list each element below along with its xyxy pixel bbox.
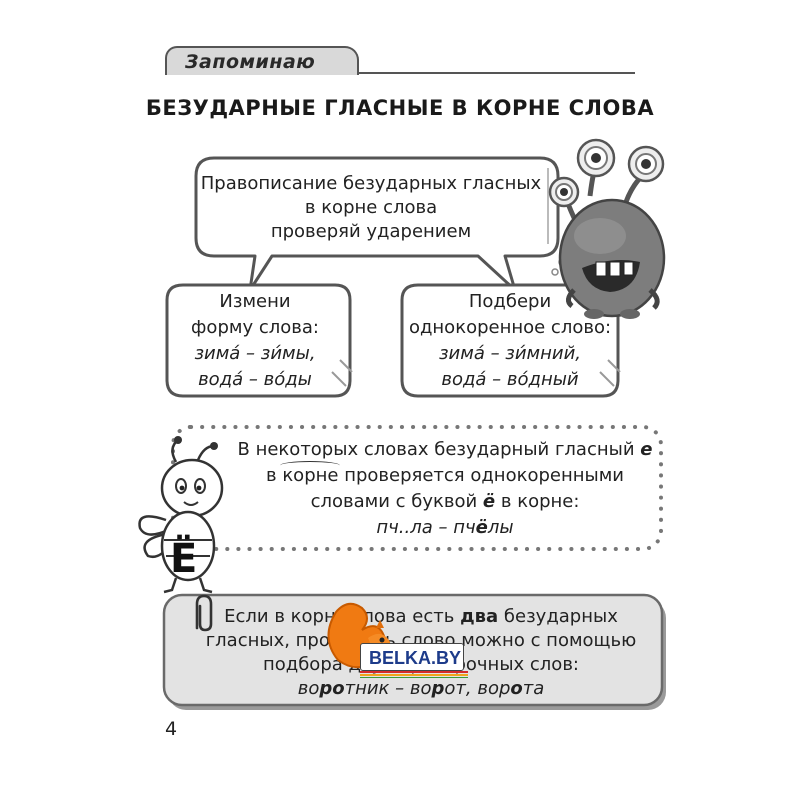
left-example-1: зима́ – зи́мы, [194, 343, 316, 364]
gray-example: воротник – ворот, ворота [297, 678, 545, 699]
letter-e: е [640, 439, 653, 460]
dotted-rule-box [171, 425, 663, 551]
monster-illustration [548, 138, 666, 319]
bubble-line-1: Правописание безударных гласных [200, 173, 542, 194]
watermark-text: BELKA.BY [360, 643, 464, 671]
dotted-line-2: в корне проверяется однокоренными [265, 465, 625, 486]
left-rule-line-1: Измени [219, 291, 291, 312]
page-number: 4 [165, 718, 178, 740]
dotted-line-3: словами с буквой ё в корне: [310, 491, 580, 512]
section-tab: Запоминаю [165, 46, 359, 75]
left-rule-line-2: форму слова: [191, 317, 319, 338]
letter-yo: ё [482, 491, 496, 512]
right-rule-line-2: однокоренное слово: [408, 317, 612, 338]
header-rule [165, 72, 635, 74]
bee-illustration [138, 436, 224, 594]
dotted-line-1: В некоторых словах безударный гласный е [237, 439, 653, 460]
bubble-line-3: проверяй ударением [270, 221, 472, 242]
left-rule-box-outline [165, 283, 352, 398]
right-example-1: зима́ – зи́мний, [438, 343, 582, 364]
left-rule-box-text: Измени форму слова: зима́ – зи́мы, вода́… [165, 289, 345, 393]
speech-bubble-outline [194, 156, 560, 292]
root-word: корне [282, 465, 339, 486]
belka-watermark-logo: BELKA.BY [318, 598, 468, 682]
dotted-rule-text: В некоторых словах безударный гласный е … [205, 437, 685, 541]
bee-letter: Ё [170, 534, 197, 582]
paperclip-icon [195, 594, 213, 632]
gray-line-2: гласных, проверить слово можно с помощью [205, 630, 637, 651]
speech-bubble-text: Правописание безударных гласных в корне … [200, 172, 542, 244]
section-tab-label: Запоминаю [185, 51, 316, 73]
right-rule-box-text: Подбери однокоренное слово: зима́ – зи́м… [400, 289, 620, 393]
left-example-2: вода́ – во́ды [198, 369, 312, 390]
bubble-line-2: в корне слова [304, 197, 438, 218]
right-rule-line-1: Подбери [468, 291, 552, 312]
right-example-2: вода́ – во́дный [441, 369, 579, 390]
page-title: БЕЗУДАРНЫЕ ГЛАСНЫЕ В КОРНЕ СЛОВА [145, 96, 655, 120]
dotted-example: пч..ла – пчёлы [376, 517, 514, 538]
